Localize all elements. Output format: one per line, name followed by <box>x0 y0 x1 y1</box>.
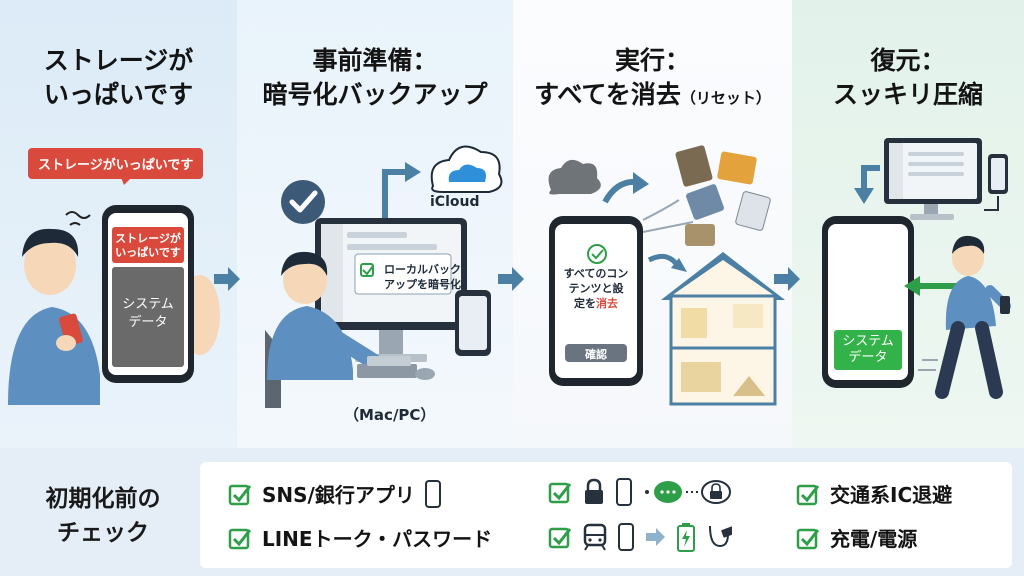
smartphone-icon <box>424 479 441 508</box>
panel1-illustration <box>8 175 220 405</box>
smartphone-icon <box>616 478 632 506</box>
checkbox-checked-icon <box>796 484 820 505</box>
train-icon <box>583 523 607 551</box>
checklist-icons-lock-chat <box>548 478 732 506</box>
arrow-right-icon <box>774 267 800 291</box>
checklist-item-transit-ic: 交通系IC退避 <box>796 479 952 508</box>
checkbox-checked-icon <box>548 527 572 549</box>
smartphone-icon <box>618 523 634 551</box>
panel3-illustration <box>548 145 785 406</box>
battery-charging-icon <box>677 523 695 552</box>
panel4-illustration <box>822 138 1011 399</box>
computer-label: （Mac/PC） <box>344 406 436 424</box>
checklist-item-sns-bank: SNS/銀行アプリ <box>228 479 441 508</box>
checklist-section <box>0 448 1024 576</box>
icloud-label: iCloud <box>430 194 480 210</box>
erase-all-text: すべてのコン テンツと設 定を消去 <box>563 267 629 310</box>
arrow-right-icon <box>498 267 524 291</box>
encrypt-backup-checkbox-label: ローカルバック アップを暗号化 <box>384 263 461 291</box>
restored-system-data-label: システム データ <box>842 334 894 365</box>
checklist-item-line-password: LINEトーク・パスワード <box>228 523 492 552</box>
panel2-illustration <box>265 145 503 408</box>
checkbox-checked-icon <box>228 484 252 505</box>
checkbox-checked-icon <box>548 482 572 504</box>
arrow-right-icon <box>214 267 240 291</box>
arrow-right-icon <box>646 528 665 546</box>
panel2-title: 事前準備： 暗号化バックアップ <box>262 46 488 109</box>
confirm-button[interactable]: 確認 <box>585 348 607 361</box>
chat-to-lock-icon <box>645 480 731 504</box>
checkbox-checked-icon <box>228 528 252 549</box>
panel1-title: ストレージが いっぱいです <box>43 46 194 109</box>
checklist-title: 初期化前の チェック <box>45 486 161 546</box>
lock-icon <box>585 478 603 504</box>
storage-full-alert-bubble: ストレージがいっぱいです <box>28 148 204 179</box>
checklist-item-charging-power: 充電/電源 <box>796 523 917 552</box>
checklist-icons-transit-charge <box>548 522 732 552</box>
phone-alert-text: ストレージが いっぱいです <box>115 232 181 259</box>
checkbox-checked-icon <box>796 528 820 549</box>
checklist-card <box>200 462 1012 568</box>
panel3-title: 実行： すべてを消去（リセット） <box>534 46 771 109</box>
power-plug-icon <box>709 525 732 548</box>
panel4-title: 復元： スッキリ圧縮 <box>832 46 983 109</box>
system-data-label: システム データ <box>122 297 174 330</box>
